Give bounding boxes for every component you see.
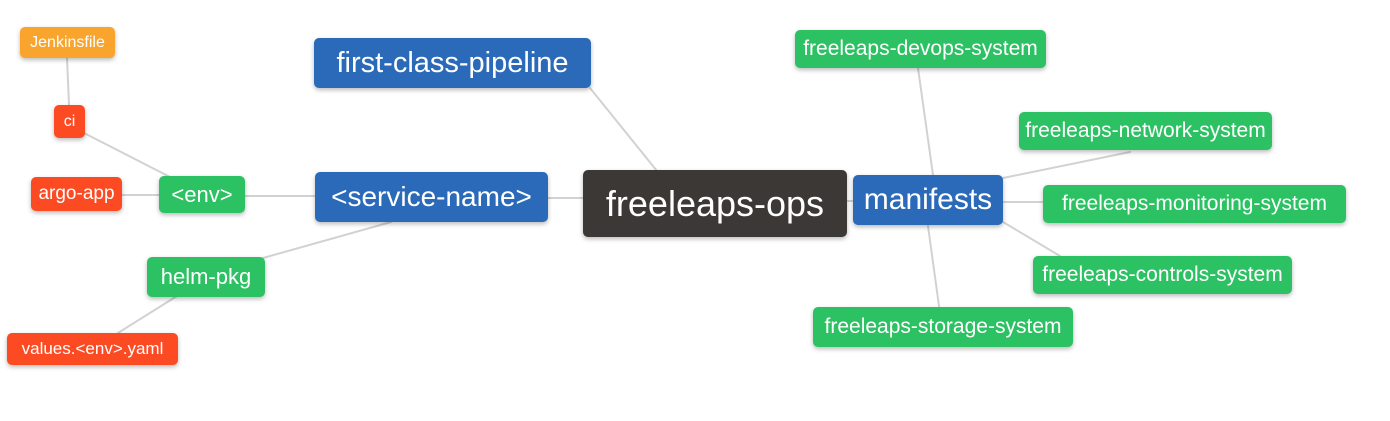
connector-manifests-storage <box>927 225 940 307</box>
node-argo-app[interactable]: argo-app <box>31 177 122 211</box>
node-freeleaps-storage-system[interactable]: freeleaps-storage-system <box>813 307 1073 347</box>
node-freeleaps-network-system[interactable]: freeleaps-network-system <box>1019 112 1272 150</box>
node-helm-pkg[interactable]: helm-pkg <box>147 257 265 297</box>
node-freeleaps-monitoring-system[interactable]: freeleaps-monitoring-system <box>1043 185 1346 223</box>
node-env[interactable]: <env> <box>159 176 245 213</box>
node-freeleaps-controls-system[interactable]: freeleaps-controls-system <box>1033 256 1292 294</box>
node-manifests[interactable]: manifests <box>853 175 1003 225</box>
connector-helm-pkg-service-name <box>262 221 392 259</box>
connector-manifests-network <box>1002 151 1131 179</box>
node-first-class-pipeline[interactable]: first-class-pipeline <box>314 38 591 88</box>
node-freeleaps-devops-system[interactable]: freeleaps-devops-system <box>795 30 1046 68</box>
connector-manifests-controls <box>1002 221 1061 257</box>
node-service-name[interactable]: <service-name> <box>315 172 548 222</box>
connector-pipeline-ops <box>589 87 658 172</box>
connector-jenkinsfile-ci <box>66 57 70 106</box>
connector-manifests-devops <box>917 67 934 176</box>
connector-ci-env <box>83 132 171 178</box>
node-values-env-yaml[interactable]: values.<env>.yaml <box>7 333 178 365</box>
node-freeleaps-ops[interactable]: freeleaps-ops <box>583 170 847 237</box>
connector-values-helm-pkg <box>117 295 178 334</box>
node-jenkinsfile[interactable]: Jenkinsfile <box>20 27 115 58</box>
node-ci[interactable]: ci <box>54 105 85 138</box>
